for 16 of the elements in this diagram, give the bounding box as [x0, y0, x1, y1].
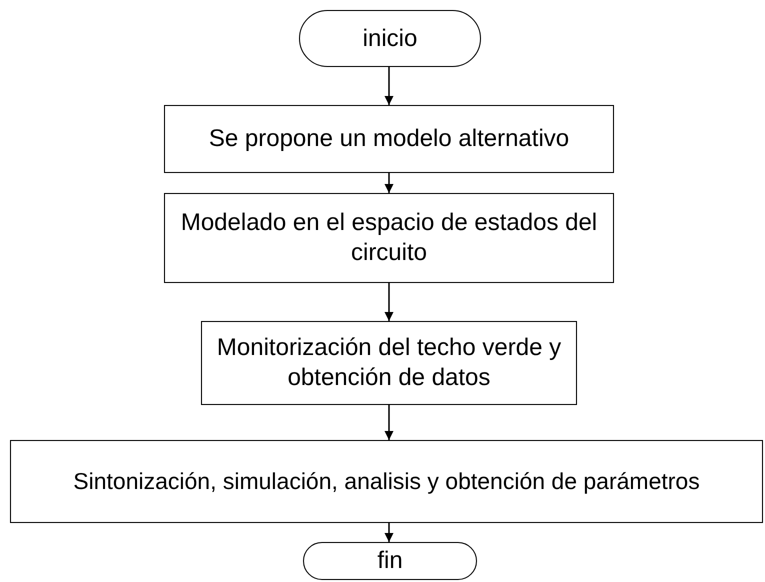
- node-label: Modelado en el espacio de estados del circuito: [180, 208, 598, 268]
- arrow: [384, 523, 394, 542]
- terminal-shape: [303, 542, 477, 580]
- arrow: [384, 405, 394, 440]
- arrow: [384, 67, 394, 105]
- process-box: [10, 440, 763, 523]
- node-label: Monitorización del techo verde y obtención de datos: [216, 333, 562, 393]
- node-label: Se propone un modelo alternativo: [208, 124, 570, 154]
- node-label: inicio: [362, 24, 418, 54]
- process-box: [164, 193, 614, 283]
- arrow: [384, 283, 394, 321]
- process-box: [201, 321, 577, 405]
- node-label: Sintonización, simulación, analisis y obtención de parámetros: [73, 467, 700, 496]
- node-label: fin: [377, 546, 403, 576]
- process-box: [164, 105, 614, 173]
- arrow: [384, 173, 394, 193]
